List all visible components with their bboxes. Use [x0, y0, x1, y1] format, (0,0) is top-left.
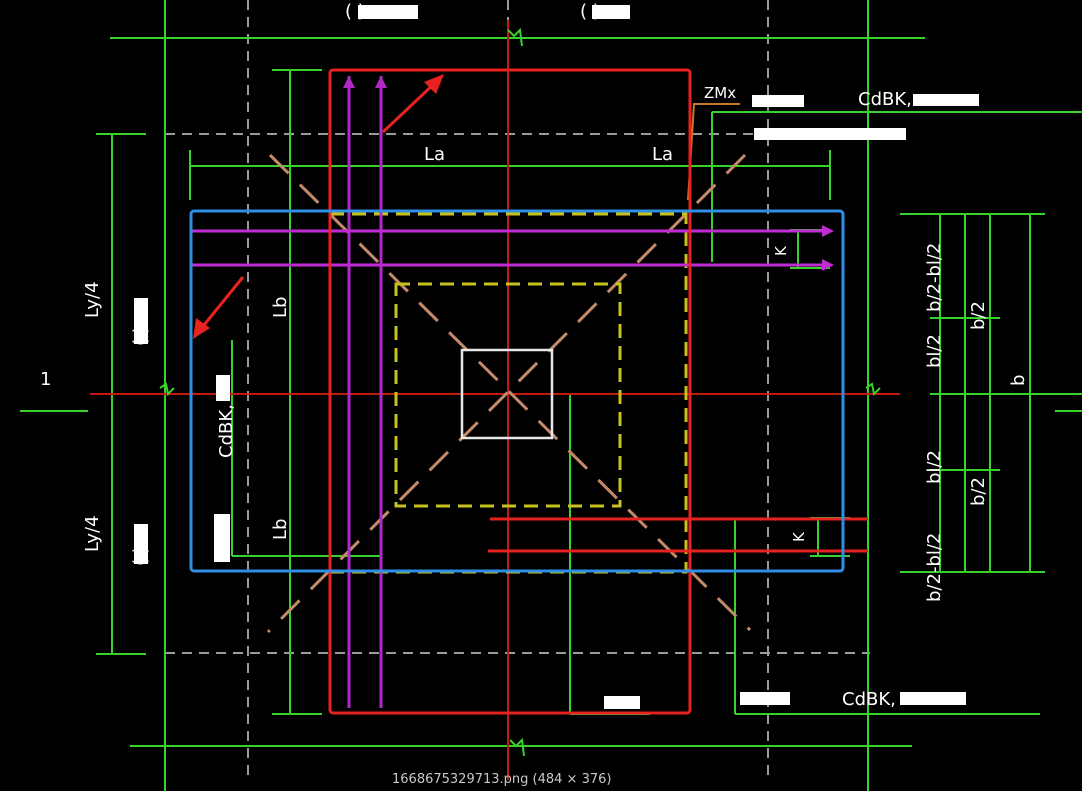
blue-highlight-box [189, 209, 845, 573]
grey-dashed-lines [90, 0, 900, 780]
paren-top-right: ( ) [580, 1, 600, 22]
dim-b2-bl2-bottom: b/2-bl/2 [924, 533, 945, 602]
break-symbol-icon [507, 27, 523, 47]
horizontal-rebars-top [192, 225, 834, 271]
ly4-upper-label: Ly/4 [82, 281, 103, 318]
cdbk-left-label: CdBK, [216, 404, 237, 458]
paren-top-left: ( ) [345, 1, 365, 22]
column-square [460, 348, 554, 440]
dim-b2-bl2-top: b/2-bl/2 [924, 243, 945, 312]
cdbk-bottom-label: CdBK, [842, 689, 896, 710]
dim-b: b [1008, 375, 1029, 386]
break-symbol-icon [509, 737, 525, 757]
dim-bl2-bottom: bl/2 [924, 450, 945, 484]
red-arrow-icon [381, 74, 444, 134]
red-arrow-icon [193, 276, 245, 339]
zmx-label: ZMx [704, 84, 736, 102]
dim-bl2-top: bl/2 [924, 334, 945, 368]
horizontal-rebars-bottom [488, 517, 868, 553]
axis-marks [159, 382, 881, 397]
paren-left-upper: ( ) [130, 326, 151, 346]
dim-b2-top: b/2 [968, 301, 989, 330]
la-right-label: La [652, 144, 673, 165]
la-left-label: La [424, 144, 445, 165]
dim-b2-bottom: b/2 [968, 477, 989, 506]
lb-lower-label: Lb [270, 519, 291, 540]
vertical-rebars [343, 76, 387, 708]
illegible-text-blocks [134, 5, 979, 709]
lb-upper-label: Lb [270, 297, 291, 318]
k-upper-label: K [772, 245, 790, 256]
paren-left-lower: ( ) [130, 546, 151, 566]
image-caption: 1668675329713.png (484 × 376) [392, 772, 612, 787]
red-highlight-box [328, 68, 692, 715]
marker-1: 1 [40, 369, 51, 390]
ly4-lower-label: Ly/4 [82, 515, 103, 552]
k-lower-label: K [790, 531, 808, 542]
cdbk-top-label: CdBK, [858, 89, 912, 110]
